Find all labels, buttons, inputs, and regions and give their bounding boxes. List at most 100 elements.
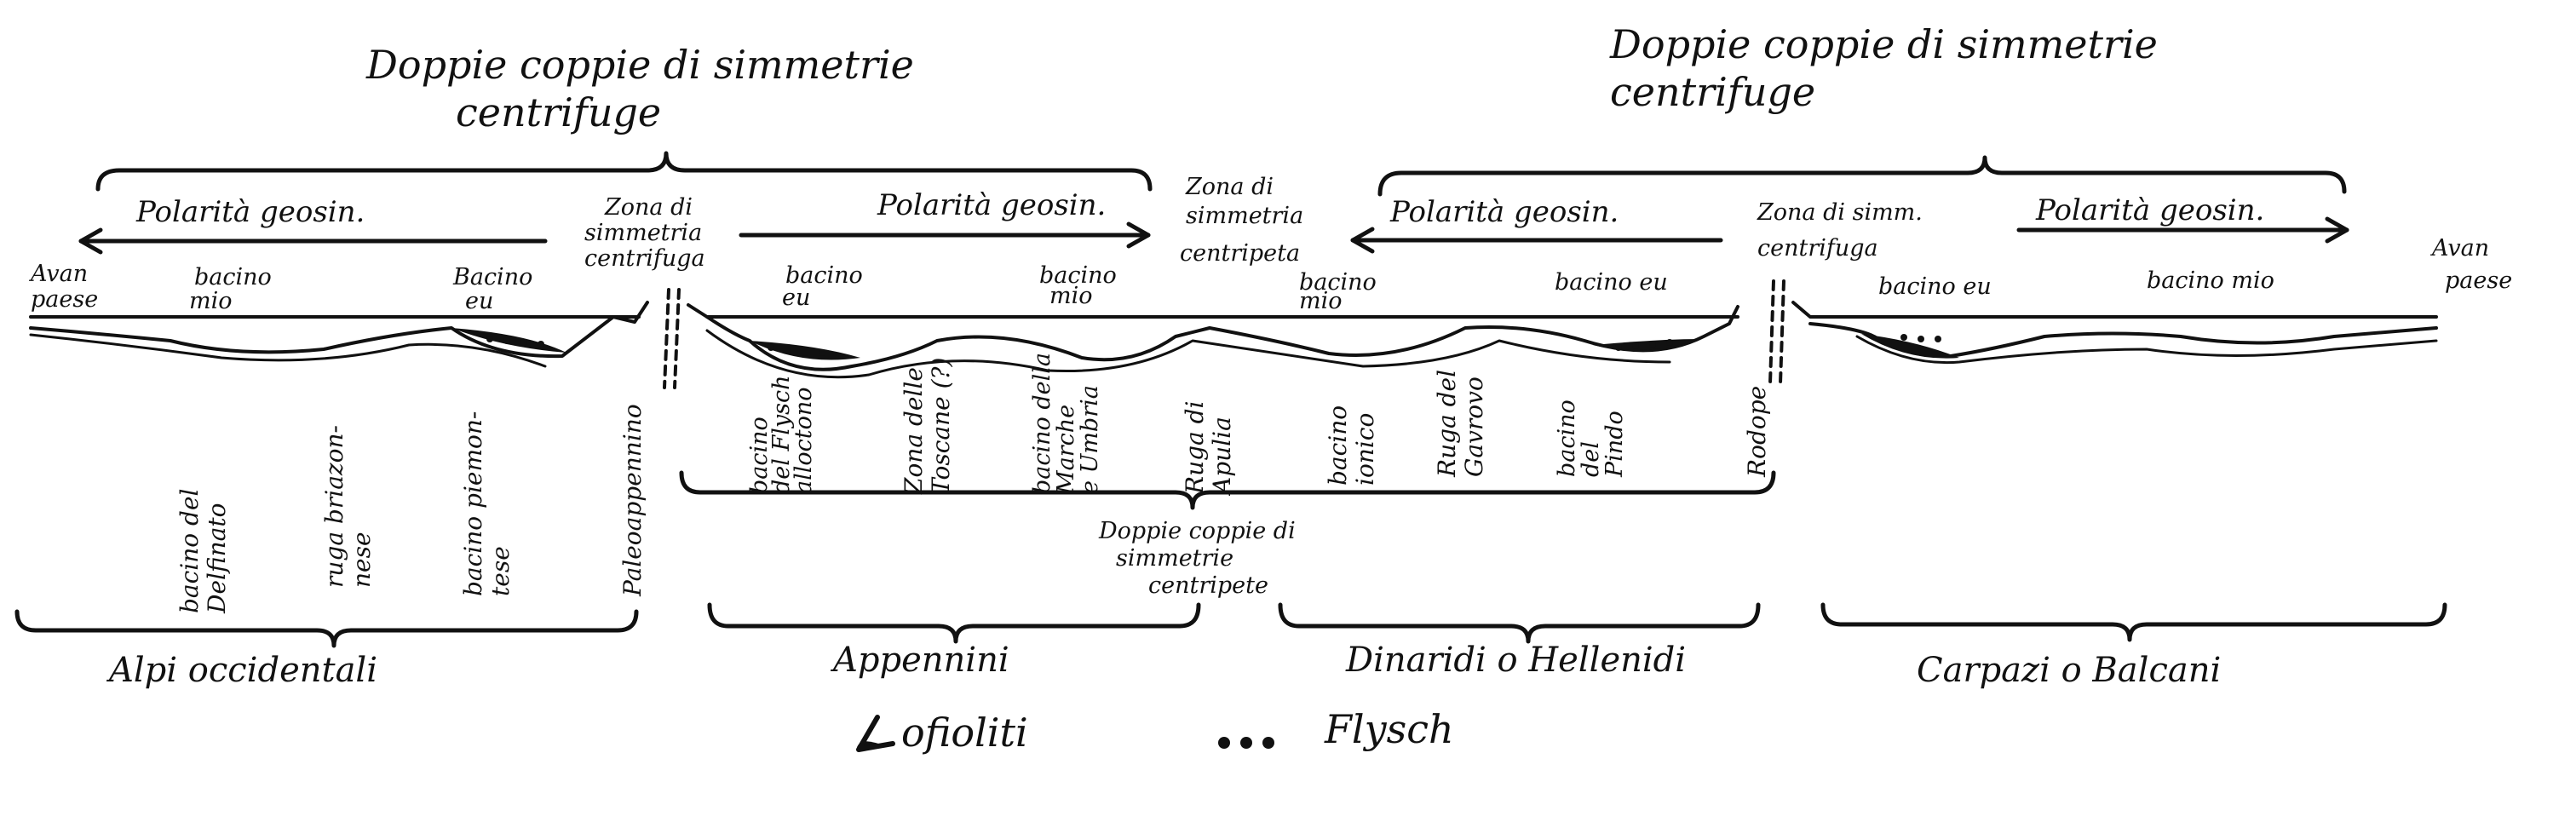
zone-right-line2: centrifuga — [1757, 235, 1878, 262]
basin-label-app-mio-2: mio — [1049, 283, 1093, 309]
header-right: Doppie coppie di simmetrie centrifuge — [1609, 21, 2158, 115]
svg-text:Gavrovo: Gavrovo — [1460, 377, 1488, 477]
svg-text:bacino piemon-: bacino piemon- — [459, 411, 487, 596]
ophiolite-stroke-icon — [856, 715, 895, 752]
svg-text:del: del — [1578, 441, 1604, 477]
zone-center-line2: simmetria — [1186, 203, 1303, 229]
basin-label-alpi-mio-2: mio — [189, 288, 233, 314]
flysch-symbol-icon — [1218, 737, 1274, 749]
svg-text:del Flysch: del Flysch — [768, 376, 795, 494]
basin-label-carp-eu: bacino eu — [1878, 273, 1992, 300]
section-top-line-mid — [687, 303, 1739, 319]
region-brace-carpazi — [1820, 602, 2447, 642]
vlabel-paleoappennino: Paleoappennino — [618, 404, 647, 597]
polarity-label-1: Polarità geosin. — [135, 195, 365, 229]
section-top-line-right — [1791, 301, 2438, 319]
polarity-2: Polarità geosin. — [739, 188, 1151, 249]
basin-label-din-mio-2: mio — [1299, 288, 1343, 314]
svg-text:nese: nese — [348, 532, 376, 588]
arrowhead-right-icon — [1126, 221, 1151, 249]
svg-text:ionico: ionico — [1351, 413, 1379, 486]
svg-text:Paleoappennino: Paleoappennino — [618, 404, 647, 597]
svg-text:Pindo: Pindo — [1601, 411, 1628, 478]
basin-label-alpi-eu-1: Bacino — [452, 264, 532, 290]
svg-text:Rodope: Rodope — [1743, 386, 1771, 478]
region-label-carpazi: Carpazi o Balcani — [1917, 651, 2221, 690]
section-base-line-mid — [705, 329, 1671, 379]
avanpaese-right-line1: Avan — [2429, 235, 2489, 262]
svg-text:e Umbria: e Umbria — [1077, 385, 1103, 494]
vlabel-delfinato: bacino del Delfinato — [175, 489, 231, 615]
basin-label-app-mio-1: bacino — [1039, 262, 1117, 289]
flysch-dots-app — [768, 344, 825, 356]
cross-section — [29, 279, 2438, 389]
vertical-labels: bacino del Delfinato ruga briazon- nese … — [175, 353, 1771, 614]
arrowhead-left-icon — [1350, 227, 1375, 254]
avanpaese-left-line1: Avan — [28, 261, 88, 287]
zone-centripeta: Zona di simmetria centripeta — [1180, 174, 1303, 267]
top-brace-left — [95, 151, 1153, 192]
arrowhead-left-icon — [78, 227, 103, 255]
basin-label-din-eu: bacino eu — [1555, 269, 1668, 296]
header-middle: Doppie coppie di simmetrie centripete — [1098, 518, 1296, 599]
polarity-3: Polarità geosin. — [1350, 195, 1723, 254]
basin-label-alpi-mio-1: bacino — [194, 264, 272, 290]
zone-center-line1: Zona di — [1185, 174, 1274, 200]
svg-text:tese: tese — [486, 546, 515, 596]
basin-label-din-mio-1: bacino — [1299, 269, 1377, 296]
svg-text:bacino del: bacino del — [175, 489, 204, 614]
header-middle-line2: simmetrie — [1116, 545, 1233, 572]
svg-text:Ruga di: Ruga di — [1181, 400, 1209, 495]
svg-text:bacino: bacino — [1324, 405, 1352, 486]
vlabel-pindo: bacino del Pindo — [1554, 400, 1628, 478]
svg-text:Toscane (?): Toscane (?) — [927, 358, 955, 494]
ophiolite-lens-carp — [1861, 334, 1959, 359]
legend-ofioliti-label: ofioliti — [901, 710, 1028, 756]
header-left-line2: centrifuge — [456, 89, 661, 135]
svg-text:bacino della: bacino della — [1029, 353, 1055, 494]
vlabel-piemontese: bacino piemon- tese — [459, 411, 515, 596]
vlabel-apulia: Ruga di Apulia — [1181, 400, 1236, 497]
fault-mark-right-1 — [1768, 279, 1775, 385]
legend: ofioliti Flysch — [856, 706, 1454, 756]
flysch-dots-din — [1615, 339, 1673, 351]
svg-text:alloctono: alloctono — [791, 388, 817, 495]
svg-text:Ruga del: Ruga del — [1433, 370, 1461, 478]
section-base-line-right — [1855, 335, 2438, 365]
zone-center-line3: centripeta — [1180, 240, 1300, 267]
region-brace-alpi — [14, 609, 639, 648]
header-middle-line3: centripete — [1148, 572, 1268, 599]
svg-text:bacino: bacino — [1554, 400, 1580, 477]
basin-label-app-eu-1: bacino — [785, 262, 863, 289]
zone-centrifuga-right: Zona di simm. centrifuga — [1757, 199, 1923, 262]
zone-left-line2: simmetria — [584, 220, 702, 246]
section-basin-line-left — [29, 301, 649, 359]
svg-text:Apulia: Apulia — [1208, 417, 1236, 497]
polarity-4: Polarità geosin. — [2016, 193, 2349, 244]
vlabel-ionico: bacino ionico — [1324, 405, 1379, 486]
legend-flysch-label: Flysch — [1324, 706, 1454, 752]
region-brace-dinaridi — [1278, 602, 1761, 644]
svg-text:bacino: bacino — [746, 417, 773, 494]
flysch-dots-alpi — [486, 336, 544, 348]
region-label-alpi: Alpi occidentali — [106, 651, 377, 690]
vlabel-briazonnese: ruga briazon- nese — [320, 425, 376, 588]
flysch-dots-carp — [1900, 334, 1941, 342]
vlabel-toscane: Zona delle Toscane (?) — [900, 358, 955, 495]
svg-text:ruga briazon-: ruga briazon- — [320, 425, 348, 588]
zone-left-line1: Zona di — [604, 194, 693, 221]
avanpaese-left: Avan paese — [28, 261, 98, 313]
svg-text:Marche: Marche — [1053, 405, 1079, 495]
fault-mark-right-2 — [1779, 279, 1785, 385]
avanpaese-right: Avan paese — [2429, 235, 2512, 294]
basin-label-alpi-eu-2: eu — [465, 288, 493, 314]
top-brace-right — [1377, 155, 2347, 197]
fault-mark-left-2 — [673, 288, 681, 389]
fault-mark-left-1 — [663, 288, 670, 389]
header-left-line1: Doppie coppie di simmetrie — [365, 42, 914, 88]
basin-label-carp-mio: bacino mio — [2147, 267, 2274, 294]
arrowhead-right-icon — [2325, 216, 2349, 244]
section-base-line-left — [29, 333, 547, 368]
